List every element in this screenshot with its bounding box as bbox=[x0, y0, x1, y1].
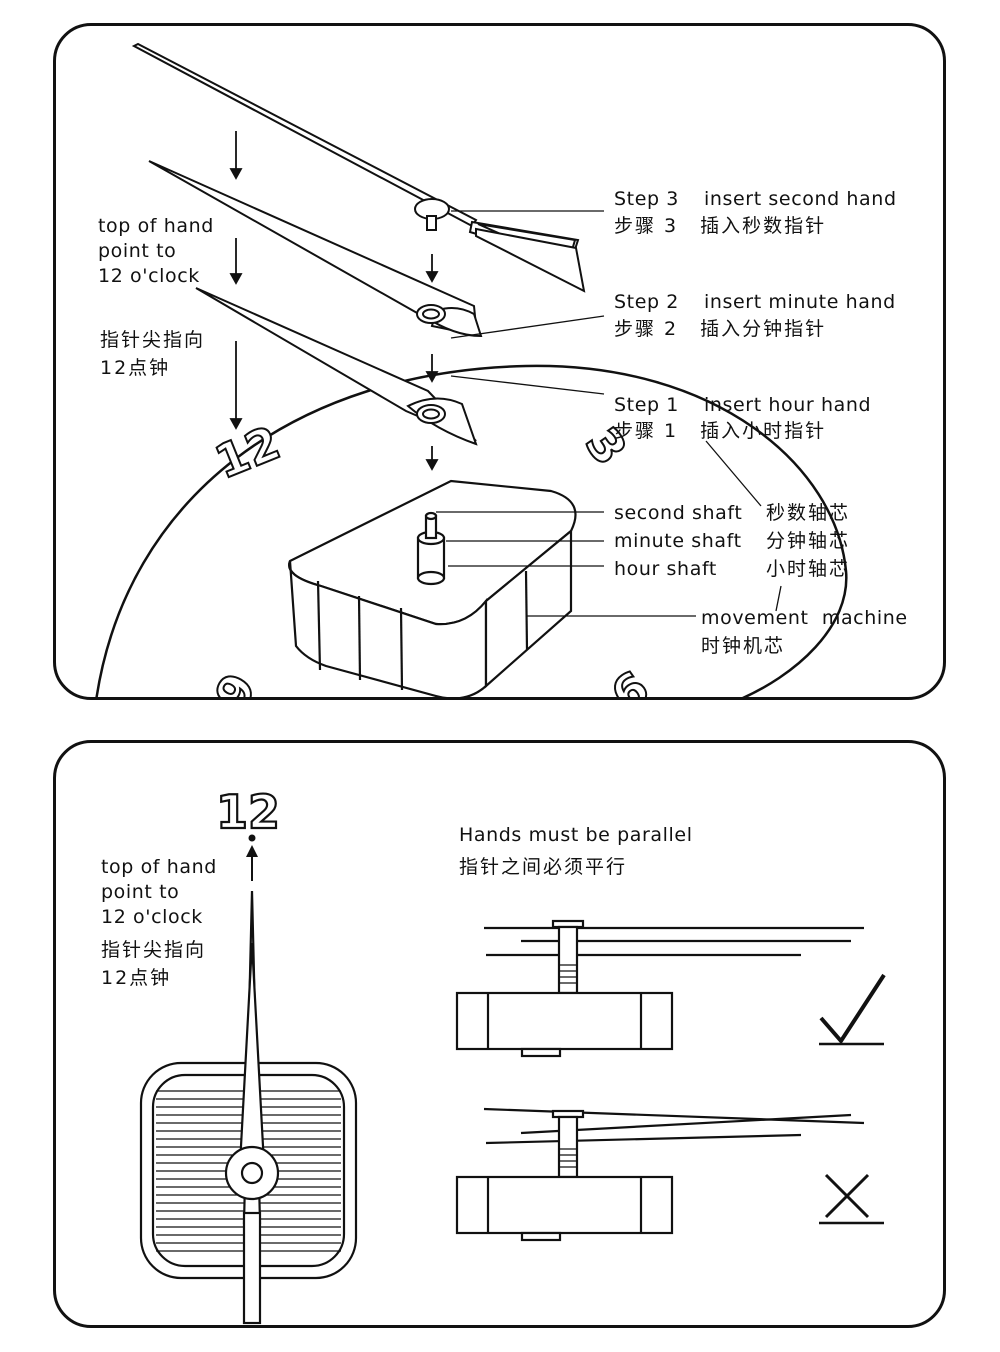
hand-orientation-note: top of hand point to 12 o'clock bbox=[98, 214, 214, 289]
twelve-numeral: 12 bbox=[216, 785, 280, 839]
note-line: point to bbox=[98, 240, 177, 262]
note-line: top of hand bbox=[101, 856, 217, 878]
shaft-name: minute shaft bbox=[614, 530, 742, 552]
note-line: point to bbox=[101, 881, 180, 903]
shaft-rings-incorrect bbox=[559, 1148, 577, 1168]
clock-dial-outline bbox=[95, 364, 848, 697]
hand-orientation-note-zh: 指针尖指向 12点钟 bbox=[101, 936, 206, 992]
side-view-correct bbox=[455, 919, 864, 1058]
step-3-label: Step 3 insert second hand bbox=[614, 187, 897, 212]
step-number: Step 3 bbox=[614, 188, 679, 210]
dial-number-12: 12 bbox=[208, 415, 288, 489]
up-arrow-head bbox=[246, 845, 258, 857]
assembly-steps-panel: 12 3 9 6 bbox=[53, 23, 946, 700]
minute-hand bbox=[148, 160, 483, 338]
dial-number-9: 9 bbox=[204, 664, 267, 700]
twelve-dot bbox=[248, 834, 256, 842]
step-text: 插入小时指针 bbox=[700, 420, 827, 442]
shaft-name: hour shaft bbox=[614, 558, 717, 580]
hour-shaft-label: hour shaft bbox=[614, 557, 717, 582]
movement-machine-label: movement machine bbox=[701, 607, 908, 629]
movement-machine bbox=[288, 479, 577, 697]
step-number: Step 1 bbox=[614, 394, 679, 416]
step-2-label-zh: 步骤 2 插入分钟指针 bbox=[614, 317, 826, 342]
step-text: 插入秒数指针 bbox=[700, 215, 827, 237]
leader-lines bbox=[436, 210, 782, 617]
step-text: 插入分钟指针 bbox=[700, 318, 827, 340]
alignment-drawing: 12 bbox=[139, 784, 886, 1325]
second-shaft-label: second shaft bbox=[614, 501, 742, 526]
note-line: 12点钟 bbox=[101, 967, 172, 989]
step-1-label-zh: 步骤 1 插入小时指针 bbox=[614, 419, 826, 444]
parallel-note-zh: 指针之间必须平行 bbox=[459, 856, 628, 878]
shaft-rings-correct bbox=[559, 964, 577, 984]
cross-icon bbox=[819, 1173, 884, 1225]
step-1-label: Step 1 insert hour hand bbox=[614, 393, 871, 418]
hour-shaft-label-zh: 小时轴芯 bbox=[766, 558, 851, 580]
minute-shaft-label-zh: 分钟轴芯 bbox=[766, 530, 851, 552]
assembly-drawing: 12 3 9 6 bbox=[95, 42, 848, 700]
second-shaft-label-zh: 秒数轴芯 bbox=[766, 502, 851, 524]
step-2-label: Step 2 insert minute hand bbox=[614, 290, 896, 315]
step-number: 步骤 2 bbox=[614, 318, 679, 340]
dial-number-6: 6 bbox=[601, 660, 658, 700]
note-line: top of hand bbox=[98, 215, 214, 237]
step-text: insert second hand bbox=[704, 188, 897, 210]
step-number: Step 2 bbox=[614, 291, 679, 313]
second-hand bbox=[131, 42, 586, 293]
hand-orientation-note-zh: 指针尖指向 12点钟 bbox=[100, 326, 205, 382]
overlapped-hands bbox=[224, 890, 280, 1325]
alignment-panel: 12 bbox=[53, 740, 946, 1328]
minute-shaft-label: minute shaft bbox=[614, 529, 742, 554]
note-line: 12 o'clock bbox=[101, 906, 203, 928]
note-line: 指针尖指向 bbox=[101, 939, 207, 961]
step-number: 步骤 1 bbox=[614, 420, 679, 442]
step-text: insert minute hand bbox=[704, 291, 896, 313]
hand-orientation-note: top of hand point to 12 o'clock bbox=[101, 855, 217, 930]
step-text: insert hour hand bbox=[704, 394, 872, 416]
note-line: 12 o'clock bbox=[98, 265, 200, 287]
hour-hand bbox=[195, 287, 478, 446]
step-3-label-zh: 步骤 3 插入秒数指针 bbox=[614, 214, 826, 239]
movement-machine-label-zh: 时钟机芯 bbox=[701, 635, 786, 657]
note-line: 指针尖指向 bbox=[100, 329, 206, 351]
check-icon bbox=[819, 973, 886, 1046]
parallel-note: Hands must be parallel bbox=[459, 824, 693, 846]
note-line: 12点钟 bbox=[100, 357, 171, 379]
side-view-incorrect bbox=[455, 1107, 865, 1242]
step-number: 步骤 3 bbox=[614, 215, 679, 237]
shaft-name: second shaft bbox=[614, 502, 743, 524]
assembly-arrows bbox=[229, 131, 439, 471]
